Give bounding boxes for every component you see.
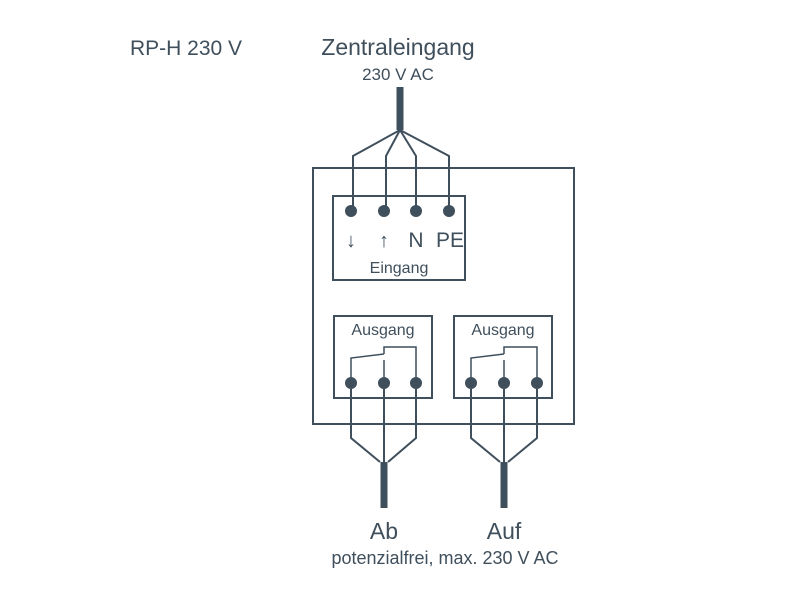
- input-block-label: Eingang: [370, 260, 429, 277]
- output-block-ab-label: Ausgang: [351, 322, 414, 339]
- output-ab-wires: [350, 389, 417, 463]
- input-voltage: 230 V AC: [362, 65, 434, 84]
- output-auf-terminals: [465, 377, 543, 389]
- terminal-pe: PE: [436, 229, 464, 252]
- output-ab-terminals: [345, 377, 422, 389]
- input-block: [332, 195, 466, 281]
- input-terminals: [345, 205, 455, 217]
- output-block-auf-label: Ausgang: [471, 322, 534, 339]
- terminal-n: N: [408, 229, 423, 252]
- input-title: Zentraleingang: [321, 34, 474, 60]
- input-wires: [352, 129, 450, 210]
- output-note: potenzialfrei, max. 230 V AC: [331, 548, 558, 568]
- model-label: RP-H 230 V: [130, 37, 242, 60]
- output-cable-ab-label: Ab: [370, 518, 398, 544]
- terminal-up-arrow: ↑: [379, 230, 389, 252]
- output-auf-wires: [470, 389, 538, 463]
- terminal-down-arrow: ↓: [346, 230, 356, 252]
- output-cable-auf-label: Auf: [487, 518, 522, 544]
- housing: [312, 167, 575, 425]
